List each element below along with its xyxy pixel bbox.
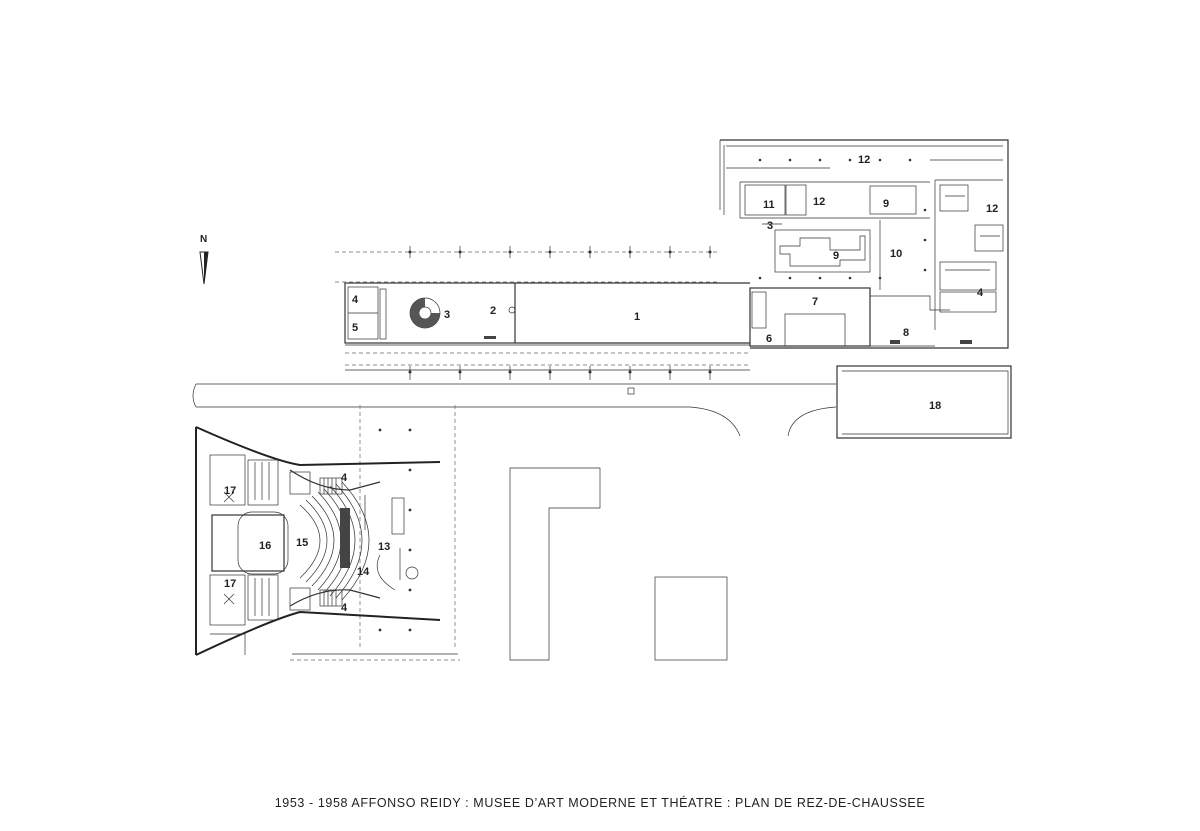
room-label-10: 10	[890, 248, 902, 260]
room-label-3: 3	[444, 309, 450, 321]
room-label-2: 2	[490, 305, 496, 317]
room-label-12a: 12	[858, 154, 870, 166]
room-label-9b: 9	[883, 198, 889, 210]
room-label-8: 8	[903, 327, 909, 339]
room-label-1: 1	[634, 311, 640, 323]
room-labels: 1 2 3 3 4 4 4 4 5 6 7 8 9 9 10 11 12 12 …	[224, 154, 998, 614]
room-label-4a: 4	[352, 294, 359, 306]
room-label-12c: 12	[986, 203, 998, 215]
outline-buildings	[509, 467, 728, 661]
north-label: N	[200, 234, 207, 245]
room-label-17a: 17	[224, 485, 236, 497]
room-label-14: 14	[357, 566, 370, 578]
room-label-13: 13	[378, 541, 390, 553]
theatre	[195, 426, 441, 656]
room-label-3b: 3	[767, 220, 773, 232]
room-label-12b: 12	[813, 196, 825, 208]
museum-west-block	[344, 282, 516, 344]
theatre-canopy	[290, 405, 460, 661]
room-label-9a: 9	[833, 250, 839, 262]
room-label-6: 6	[766, 333, 772, 345]
room-label-17b: 17	[224, 578, 236, 590]
room-label-4c: 4	[341, 472, 348, 484]
room-label-18: 18	[929, 400, 941, 412]
room-label-4d: 4	[341, 602, 348, 614]
room-label-5: 5	[352, 322, 358, 334]
room-label-11: 11	[763, 199, 775, 211]
building-18	[836, 365, 1012, 439]
museum-east-block	[719, 139, 1009, 349]
museum-gallery	[515, 282, 750, 344]
north-arrow: N	[199, 234, 209, 285]
road	[192, 383, 837, 437]
room-label-7: 7	[812, 296, 818, 308]
museum-grid	[335, 246, 750, 395]
room-label-4b: 4	[977, 287, 984, 299]
room-label-15: 15	[296, 537, 308, 549]
plan-caption: 1953 - 1958 AFFONSO REIDY : MUSEE D’ART …	[274, 796, 926, 810]
room-label-16: 16	[259, 540, 271, 552]
